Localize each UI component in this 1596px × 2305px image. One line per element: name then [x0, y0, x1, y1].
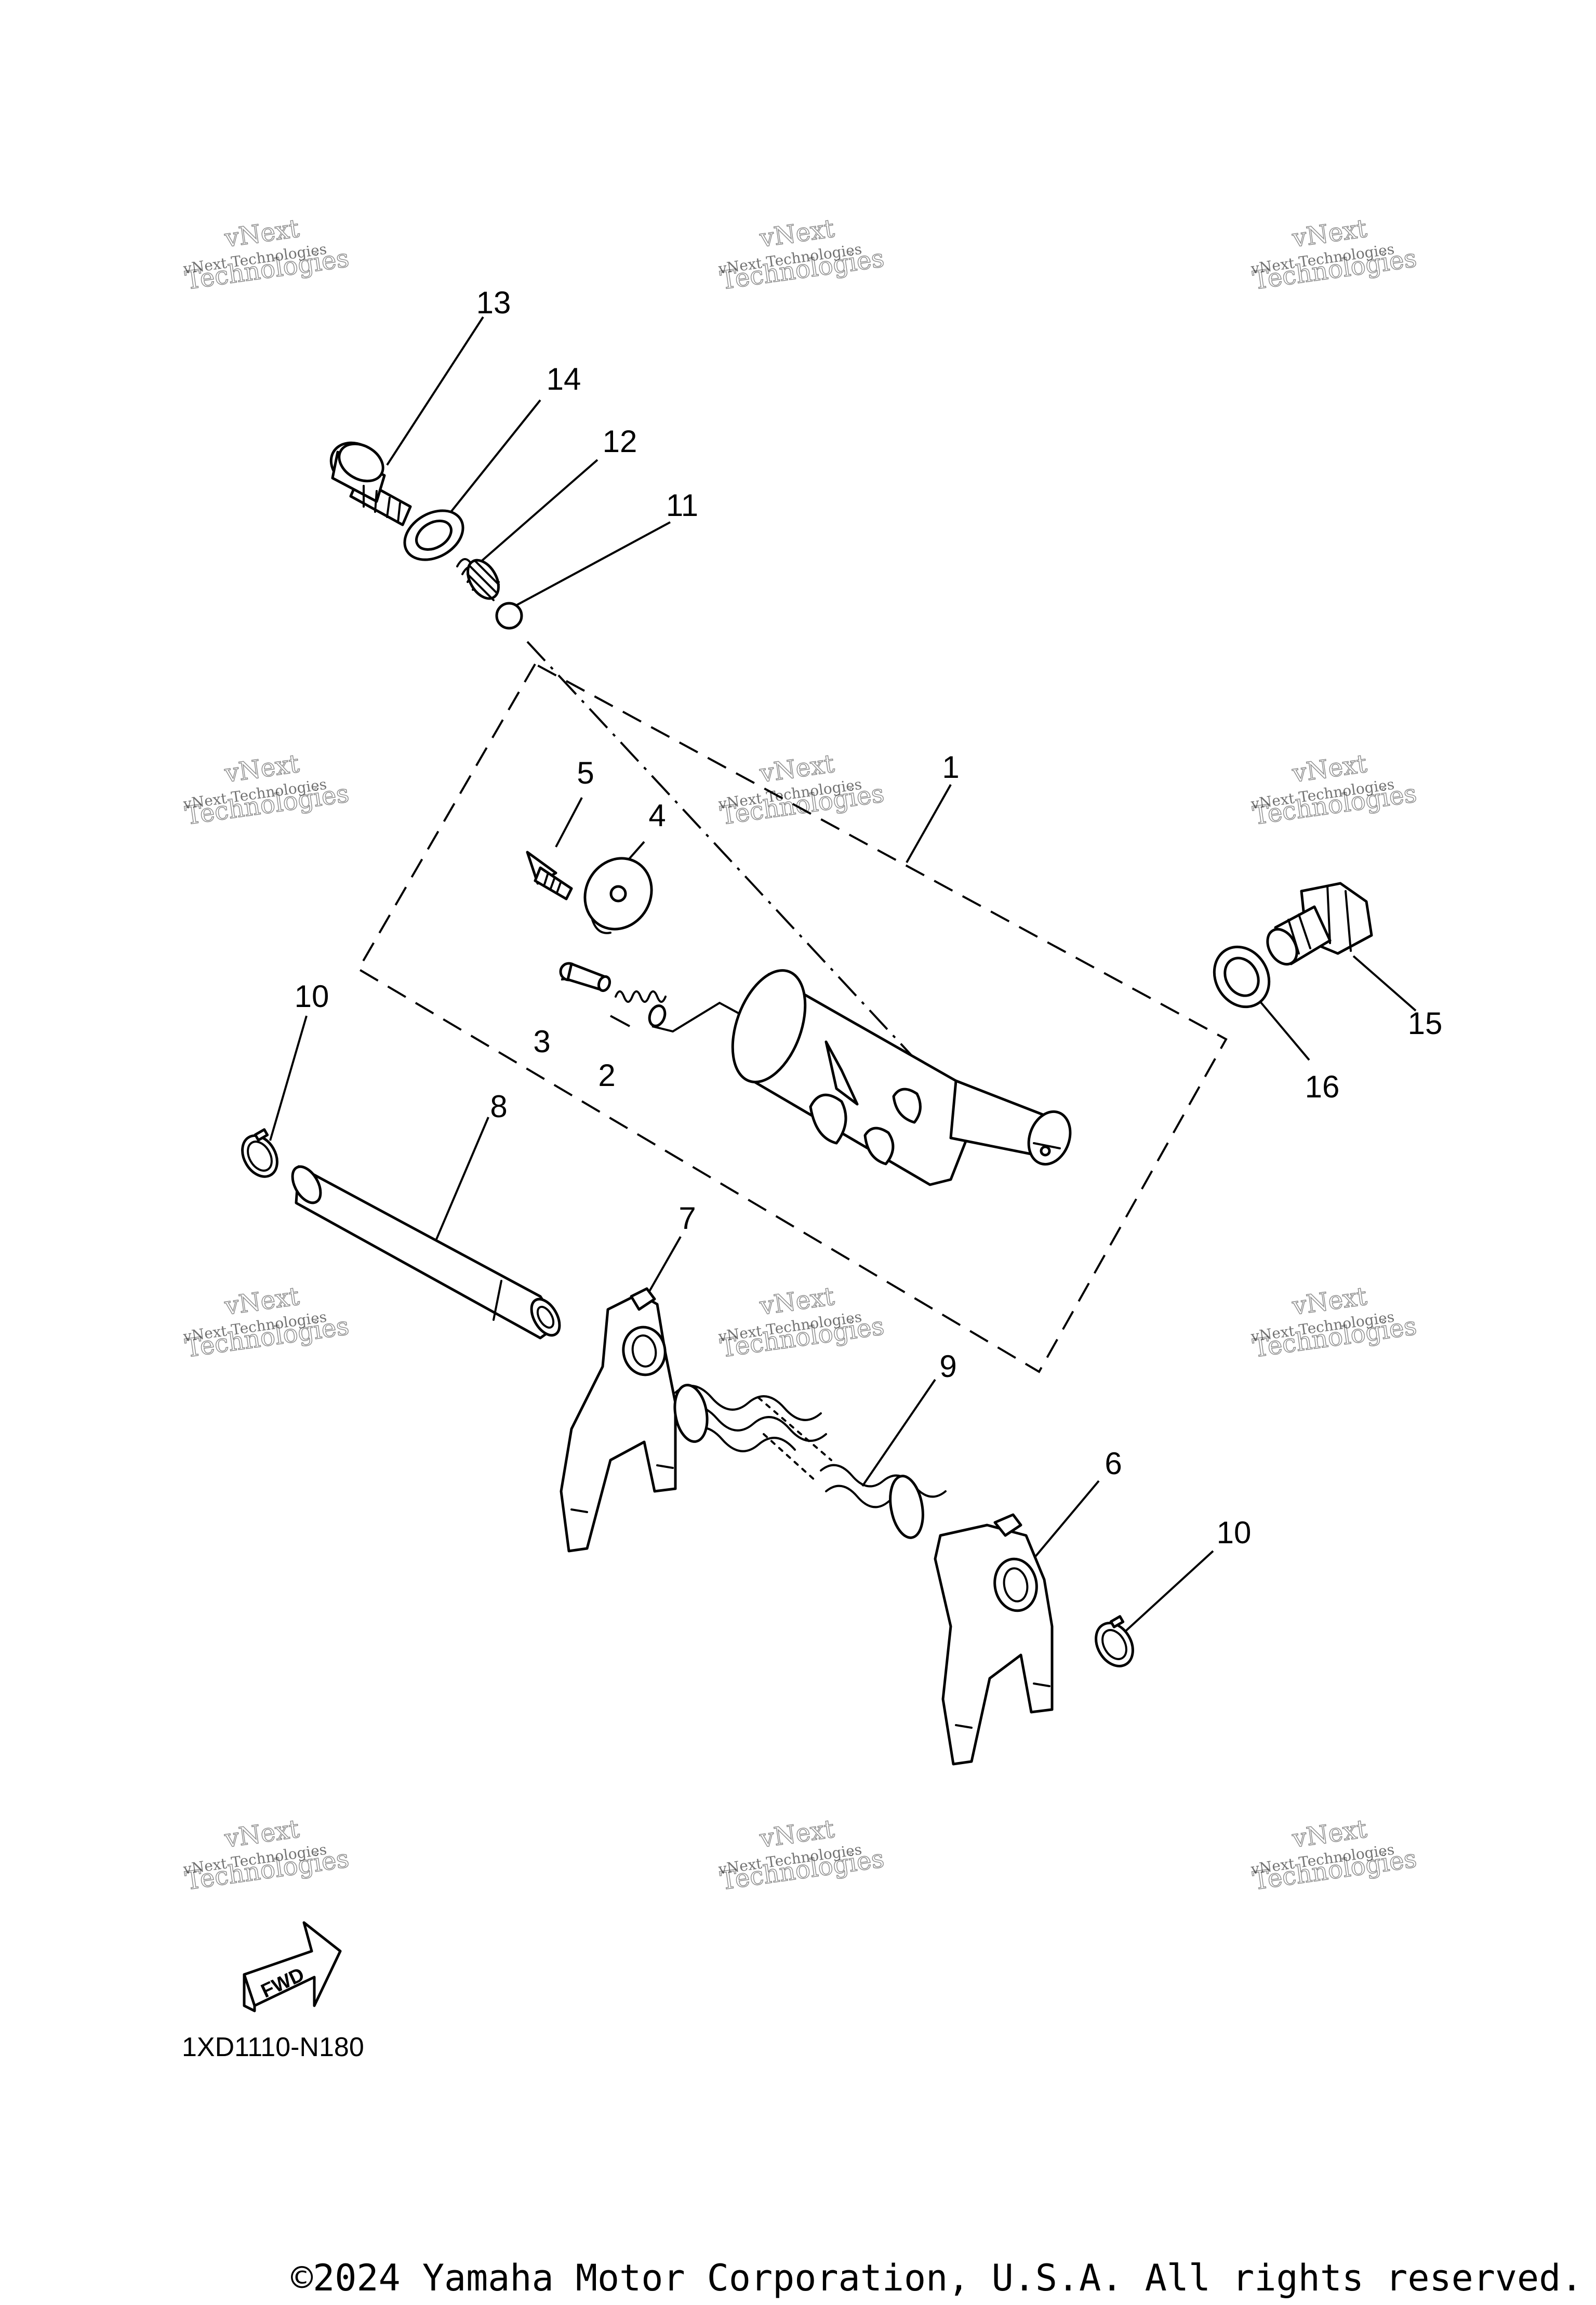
part-16-washer [1213, 945, 1271, 1009]
part-4-segment [583, 857, 653, 934]
callout-c16: 16 [1305, 1069, 1340, 1104]
part-2-spring [615, 990, 667, 1027]
callout-c12: 12 [603, 424, 637, 459]
diagram-code: 1XD1110-N180 [182, 2032, 364, 2062]
part-11-ball [495, 602, 523, 630]
fwd-arrow-icon: FWD [243, 1921, 342, 2012]
axis-line [526, 641, 936, 1082]
callout-c1: 1 [942, 750, 959, 785]
part-6-shift-fork [934, 1513, 1054, 1766]
callout-c10b: 10 [1217, 1515, 1252, 1550]
callout-c10a: 10 [295, 979, 329, 1014]
part-8-guide-bar [291, 1165, 561, 1340]
copyright-text: ©2024 Yamaha Motor Corporation, U.S.A. A… [291, 2257, 1582, 2299]
part-10-circlip-right [1095, 1615, 1134, 1667]
part-13-plug-bolt [329, 441, 412, 526]
callout-c4: 4 [648, 798, 666, 833]
part-9-springs [673, 1384, 947, 1539]
callout-c3: 3 [533, 1024, 550, 1059]
callout-c15: 15 [1408, 1006, 1443, 1041]
part-15-bolt [1266, 882, 1373, 966]
callout-c7: 7 [679, 1201, 696, 1236]
part-10-circlip-left [241, 1128, 278, 1178]
part-14-washer [403, 509, 464, 561]
callout-c6: 6 [1105, 1446, 1122, 1481]
callout-c2: 2 [598, 1058, 615, 1093]
part-3-pin [559, 962, 611, 992]
part-5-screw [526, 851, 573, 900]
assembly-outline [357, 663, 1228, 1373]
part-1-shift-drum [731, 969, 1072, 1186]
callout-c13: 13 [476, 285, 511, 320]
callout-c9: 9 [939, 1349, 956, 1384]
part-12-spring [456, 558, 500, 601]
leader-lines [269, 316, 1417, 1635]
callout-c14: 14 [547, 362, 581, 396]
callout-c11: 11 [666, 488, 698, 523]
callout-c8: 8 [490, 1089, 507, 1124]
callout-c5: 5 [577, 756, 594, 790]
part-7-shift-fork [560, 1287, 677, 1553]
